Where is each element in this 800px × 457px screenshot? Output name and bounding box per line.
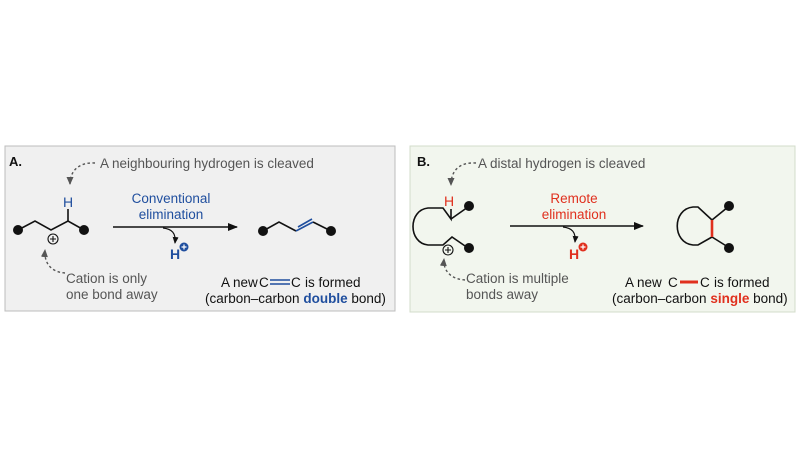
hydrogen-note: A neighbouring hydrogen is cleaved (100, 156, 314, 171)
result-line1: A new C C is formed (625, 275, 770, 290)
arrow-label-line2: elimination (542, 207, 607, 222)
proton: H (170, 246, 180, 262)
hydrogen-atom: H (63, 194, 73, 210)
reactant-macrocycle (412, 201, 474, 256)
product-alkene (258, 218, 336, 236)
result-suffix: is formed (305, 275, 361, 290)
carbon-1: C (668, 275, 678, 290)
cation-plus-icon (442, 244, 454, 256)
result-line2: (carbon–carbon single bond) (612, 291, 788, 306)
result-suffix: is formed (714, 275, 770, 290)
cation-note-line1: Cation is only (66, 271, 147, 286)
cation-note-line2: bonds away (466, 287, 538, 302)
hydrogen-atom: H (444, 193, 454, 209)
product-ring (676, 201, 734, 253)
hydrogen-note: A distal hydrogen is cleaved (478, 156, 645, 171)
cation-plus-icon (47, 233, 59, 245)
cation-note-line1: Cation is multiple (466, 271, 569, 286)
arrow-label-line1: Remote (550, 191, 597, 206)
proton-loss-arrow-icon (162, 227, 179, 244)
panel-a: A. A neighbouring hydrogen is cleaved H … (4, 145, 396, 312)
proton: H (569, 246, 579, 262)
dashed-arrow-icon (439, 258, 466, 281)
cation-note-line2: one bond away (66, 287, 158, 302)
panel-a-label: A. (9, 154, 22, 169)
result-prefix: A new (221, 275, 258, 290)
dashed-arrow-icon (40, 249, 66, 274)
panel-b-label: B. (417, 154, 430, 169)
panel-b-background (409, 145, 796, 313)
reactant-molecule (13, 209, 89, 245)
result-line2: (carbon–carbon double bond) (205, 291, 386, 306)
proton-plus-icon (578, 242, 588, 252)
arrow-label-line2: elimination (139, 207, 204, 222)
arrow-label-line1: Conventional (132, 191, 211, 206)
carbon-2: C (700, 275, 710, 290)
carbon-2: C (291, 275, 301, 290)
carbon-1: C (259, 275, 269, 290)
proton-plus-icon (179, 242, 189, 252)
result-line1: A new C C is formed (221, 275, 361, 290)
panel-b: B. A distal hydrogen is cleaved H Cation… (409, 145, 796, 313)
proton-loss-arrow-icon (562, 226, 579, 243)
result-prefix: A new (625, 275, 662, 290)
